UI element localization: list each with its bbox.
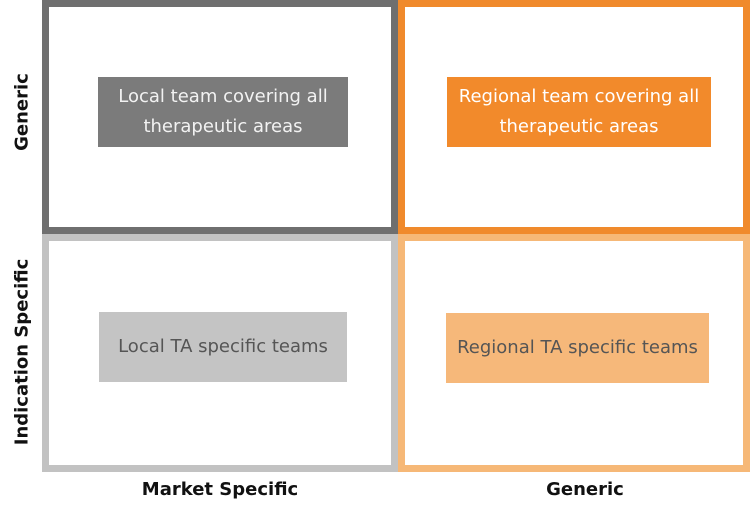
label-regional-all-areas: Regional team covering all therapeutic a… [447, 77, 711, 147]
y-axis-label-indication-specific: Indication Specific [11, 258, 33, 446]
label-regional-ta-specific: Regional TA specific teams [446, 313, 709, 383]
label-local-ta-specific: Local TA specific teams [99, 312, 347, 382]
x-axis-label-market-specific: Market Specific [141, 479, 299, 500]
label-local-all-areas: Local team covering all therapeutic area… [98, 77, 348, 147]
x-axis-label-generic: Generic [546, 479, 624, 500]
y-axis-label-generic: Generic [11, 73, 33, 151]
